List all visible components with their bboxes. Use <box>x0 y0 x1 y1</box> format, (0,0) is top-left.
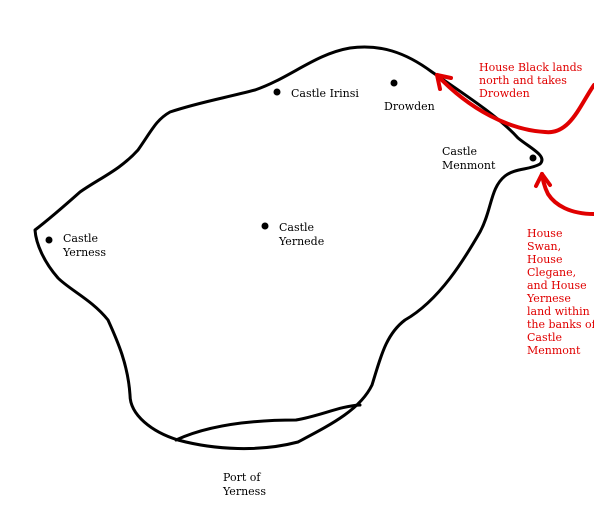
port-of-yerness-label: Port of Yerness <box>222 471 266 498</box>
castle-menmont-label: Castle Menmont <box>442 145 496 172</box>
castle-irinsi-label: Castle Irinsi <box>291 87 359 100</box>
house-black-arrow <box>435 73 594 135</box>
castle-yerness-label: Castle Yerness <box>62 232 106 259</box>
castle-irinsi-marker <box>273 88 281 96</box>
port-lens <box>174 403 362 442</box>
drowden-marker <box>390 79 398 87</box>
castle-yernede-marker <box>261 222 269 230</box>
island-outline <box>33 45 544 451</box>
house-black-note: House Black lands north and takes Drowde… <box>479 61 586 100</box>
house-swan-note: House Swan, House Clegane, and House Yer… <box>526 227 594 357</box>
house-swan-arrow <box>534 172 594 216</box>
castle-yerness-marker <box>45 236 53 244</box>
drowden-label: Drowden <box>384 100 435 113</box>
castle-menmont-marker <box>529 154 537 162</box>
castle-yernede-label: Castle Yernede <box>278 221 324 248</box>
